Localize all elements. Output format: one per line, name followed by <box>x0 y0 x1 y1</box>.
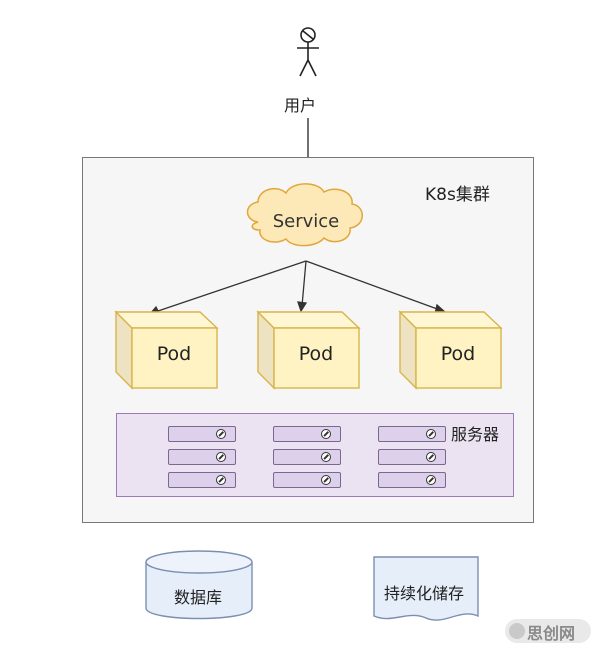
server-rack-label: 服务器 <box>451 425 500 444</box>
pod-label-3: Pod <box>440 343 476 365</box>
database-cylinder <box>145 550 253 620</box>
server-status-icon <box>216 475 226 485</box>
server-unit <box>378 472 446 488</box>
database-label: 数据库 <box>173 588 222 607</box>
server-status-icon <box>321 452 331 462</box>
cluster-label: K8s集群 <box>425 185 490 205</box>
user-icon <box>297 27 319 77</box>
server-unit <box>168 426 236 442</box>
server-status-icon <box>216 429 226 439</box>
server-unit <box>378 426 446 442</box>
server-unit <box>168 472 236 488</box>
service-to-pod-arrows <box>148 260 448 316</box>
server-status-icon <box>426 452 436 462</box>
storage-document <box>373 556 479 621</box>
server-status-icon <box>321 429 331 439</box>
server-unit <box>378 449 446 465</box>
service-cloud <box>246 183 363 247</box>
pod-box-3 <box>398 310 503 390</box>
user-label: 用户 <box>284 96 317 115</box>
server-status-icon <box>426 475 436 485</box>
pod-label-2: Pod <box>298 343 334 365</box>
pod-box-1 <box>114 310 219 390</box>
server-status-icon <box>216 452 226 462</box>
service-label: Service <box>272 211 340 232</box>
server-unit <box>273 472 341 488</box>
pod-label-1: Pod <box>156 343 192 365</box>
pod-box-2 <box>256 310 361 390</box>
storage-label: 持续化储存 <box>383 584 464 603</box>
server-status-icon <box>321 475 331 485</box>
watermark-logo-icon <box>509 623 525 639</box>
server-unit <box>273 449 341 465</box>
watermark-text: 思创网 <box>527 624 576 643</box>
server-status-icon <box>426 429 436 439</box>
server-unit <box>168 449 236 465</box>
server-unit <box>273 426 341 442</box>
